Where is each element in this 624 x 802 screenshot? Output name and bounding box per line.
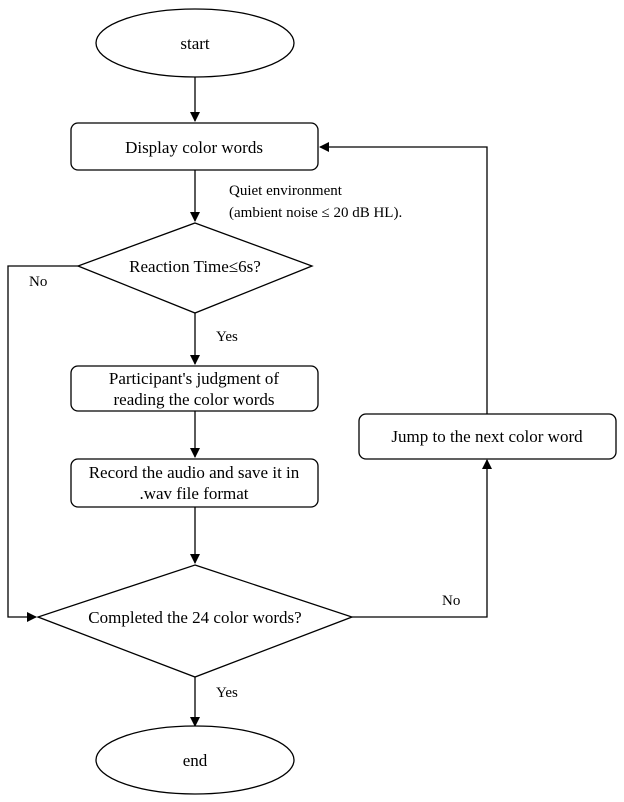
environment-note-line2: (ambient noise ≤ 20 dB HL). [229,205,402,221]
record-label-line1: Record the audio and save it in [89,463,300,482]
time-decision-diamond [76,222,314,314]
judgment-label-line2: reading the color words [114,390,275,409]
complete-no-label: No [442,593,460,609]
edge-jump-to-display [319,142,488,414]
record-box [70,458,319,508]
time-decision-label: Reaction Time≤6s? [129,257,261,276]
time-yes-label: Yes [216,329,238,345]
complete-decision-diamond [36,564,354,678]
display-label: Display color words [125,138,263,157]
environment-note-line1: Quiet environment [229,183,343,199]
judgment-box [70,365,319,412]
start-terminal [95,8,295,78]
end-label: end [183,751,208,770]
record-label-line2: .wav file format [139,484,248,503]
complete-yes-label: Yes [216,685,238,701]
edge-complete-decision-no [352,459,492,618]
time-no-label: No [29,274,47,290]
start-label: start [180,34,210,53]
jump-label: Jump to the next color word [391,427,583,446]
complete-decision-label: Completed the 24 color words? [88,608,301,627]
judgment-label-line1: Participant's judgment of [109,369,280,388]
edge-time-decision-no [7,265,78,622]
display-box [70,122,319,171]
jump-box [358,413,617,460]
end-terminal [95,725,295,795]
